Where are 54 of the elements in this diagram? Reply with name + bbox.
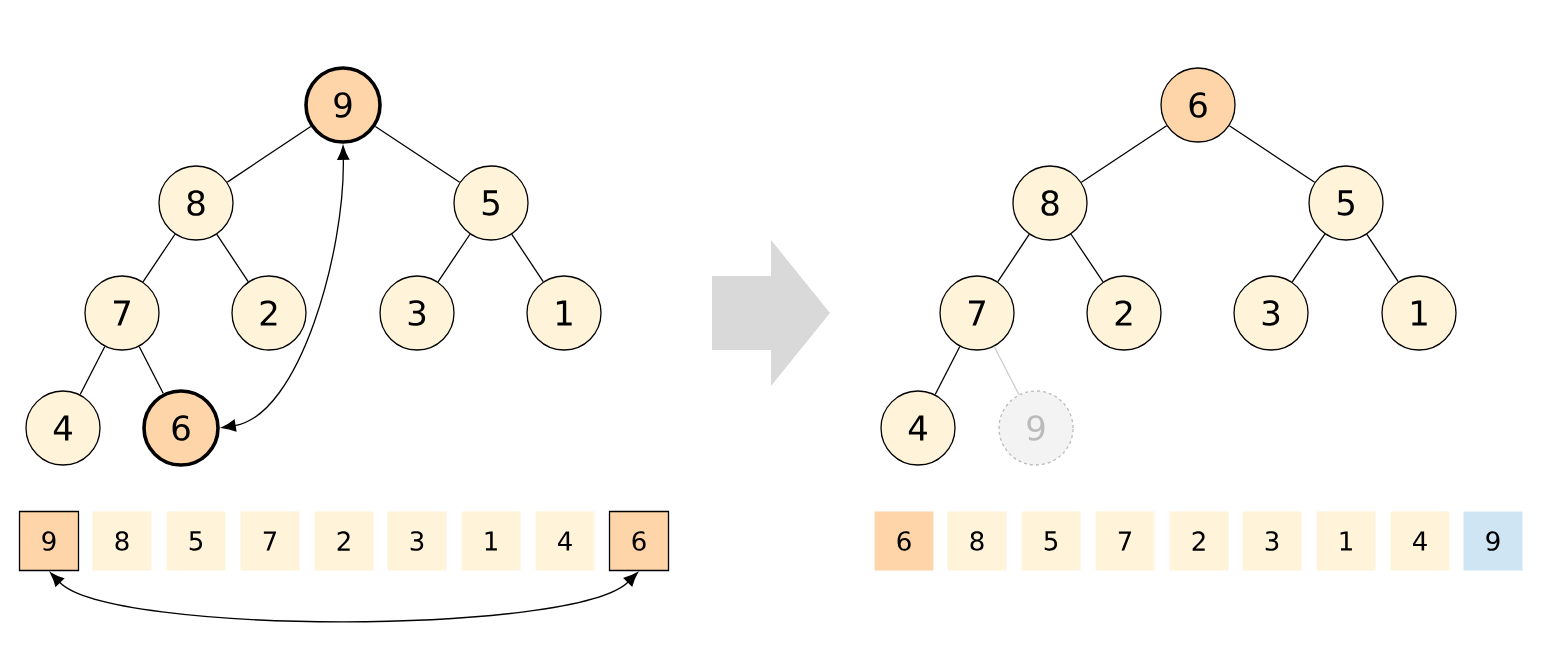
array-cell: 3 — [1242, 511, 1302, 571]
tree-edge — [216, 233, 249, 283]
tree-node: 6 — [1160, 67, 1236, 143]
faded-node: 9 — [998, 390, 1074, 466]
array-cell: 9 — [1463, 511, 1523, 571]
tree-edge — [79, 345, 106, 396]
array-cell: 4 — [1390, 511, 1450, 571]
swap-arrow — [221, 145, 350, 432]
array-cell: 2 — [314, 511, 374, 571]
array-cell: 6 — [608, 510, 670, 572]
array-cell: 7 — [240, 511, 300, 571]
array-cell: 3 — [387, 511, 447, 571]
tree-node: 9 — [304, 66, 382, 144]
array-cell: 7 — [1095, 511, 1155, 571]
tree-edge — [1228, 125, 1316, 183]
tree-edge — [1291, 233, 1326, 283]
tree-node: 4 — [25, 390, 101, 466]
tree-edge — [1070, 233, 1104, 283]
tree-node: 8 — [1012, 165, 1088, 241]
tree-node: 1 — [1381, 275, 1457, 351]
array-cell: 5 — [166, 511, 226, 571]
tree-node: 7 — [84, 275, 160, 351]
tree-node: 2 — [1086, 275, 1162, 351]
array-cell: 9 — [18, 510, 80, 572]
tree-edge — [142, 233, 176, 283]
tree-node: 4 — [880, 390, 956, 466]
tree-node: 2 — [231, 275, 307, 351]
tree-node: 3 — [379, 275, 455, 351]
array-cell: 8 — [947, 511, 1007, 571]
array-cell: 4 — [535, 511, 595, 571]
tree-edge — [138, 345, 164, 395]
array-cell: 5 — [1021, 511, 1081, 571]
tree-edge — [226, 125, 312, 183]
tree-edge — [993, 345, 1020, 396]
array-cell: 6 — [874, 511, 934, 571]
array-cell: 2 — [1169, 511, 1229, 571]
tree-edge — [934, 345, 961, 396]
tree-edge — [511, 233, 544, 283]
tree-edge — [1080, 125, 1168, 183]
tree-node: 5 — [1308, 165, 1384, 241]
array-cell: 1 — [461, 511, 521, 571]
swap-arrow — [50, 572, 638, 623]
tree-node: 5 — [453, 165, 529, 241]
tree-node: 1 — [526, 275, 602, 351]
tree-node: 8 — [158, 165, 234, 241]
tree-edge — [1366, 233, 1399, 283]
tree-node: 6 — [142, 389, 220, 467]
tree-edge — [997, 233, 1030, 283]
tree-node: 3 — [1233, 275, 1309, 351]
tree-edge — [374, 125, 461, 183]
array-cell: 1 — [1316, 511, 1376, 571]
array-cell: 8 — [92, 511, 152, 571]
tree-node: 7 — [939, 275, 1015, 351]
tree-edge — [437, 233, 471, 283]
